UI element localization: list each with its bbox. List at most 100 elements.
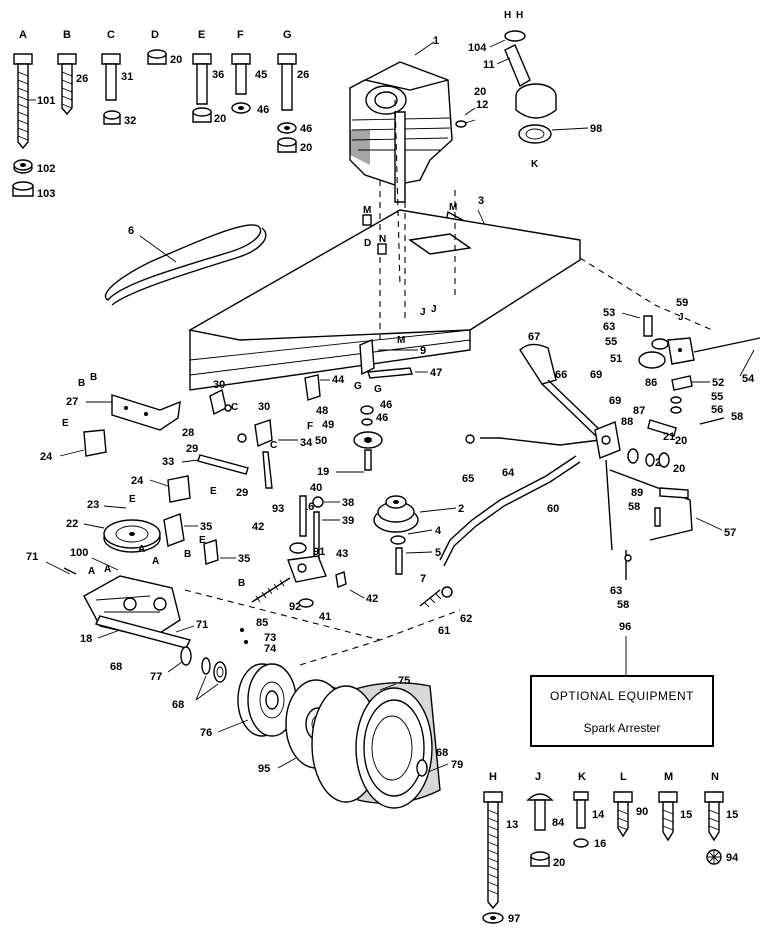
optional-equipment-leader: 96 [619, 621, 631, 675]
drive-belt: 6 [104, 224, 267, 306]
part-label: 77 [150, 671, 162, 683]
part-label: 47 [430, 367, 442, 379]
hardware-A-bolt: A 101 102 103 [12, 29, 55, 200]
part-label: 62 [460, 613, 472, 625]
part-label: 20 [553, 857, 565, 869]
hardware-letter: A [19, 29, 27, 41]
hardware-letter: G [283, 29, 292, 41]
part-label: 63 [610, 585, 622, 597]
part-label: 26 [297, 69, 309, 81]
part-label: 68 [172, 699, 184, 711]
part-label: 46 [376, 412, 388, 424]
hardware-N-screw: N 15 94 [704, 771, 739, 865]
part-label: 69 [590, 369, 602, 381]
hardware-M-screw: M 15 [658, 771, 692, 842]
frame-chassis: M D N M M J J [184, 99, 713, 666]
part-label: 63 [603, 321, 615, 333]
hardware-letter: K [578, 771, 586, 783]
part-label: 26 [76, 73, 88, 85]
hardware-B-bolt: B 26 [57, 29, 88, 116]
hardware-letter: M [664, 771, 673, 783]
linkage-center: 9 47 44 G G 48 F 49 50 46 46 19 [304, 338, 442, 478]
part-label: 23 [87, 499, 99, 511]
exhaust-assembly: H H 104 11 98 K [468, 10, 602, 170]
part-label: 88 [621, 416, 633, 428]
part-label: 16 [594, 838, 606, 850]
part-label: 55 [711, 391, 723, 403]
hardware-letter: H [516, 10, 523, 21]
hardware-letter: G [374, 384, 382, 395]
part-label: 60 [547, 503, 559, 515]
part-label: 92 [289, 601, 301, 613]
hardware-L-screw: L 90 [613, 771, 648, 838]
part-label: 36 [212, 69, 224, 81]
hardware-letter: C [231, 402, 238, 413]
part-label: 53 [603, 307, 615, 319]
hardware-D-nut: D 20 [147, 29, 182, 66]
hardware-letter: A [152, 556, 159, 567]
hardware-J-carriage-bolt: J 84 20 [526, 771, 565, 869]
part-label: 65 [462, 473, 474, 485]
part-label: 29 [186, 443, 198, 455]
part-label: 43 [336, 548, 348, 560]
part-label: 56 [711, 404, 723, 416]
part-label: 71 [196, 619, 208, 631]
part-label: 79 [451, 759, 463, 771]
part-label: 58 [617, 599, 629, 611]
part-label: 73 [264, 632, 276, 644]
optional-equipment-title: OPTIONAL EQUIPMENT [550, 689, 694, 703]
part-label: 18 [80, 633, 92, 645]
part-label: 66 [555, 369, 567, 381]
hardware-letter: A [104, 564, 111, 575]
hardware-letter: E [199, 535, 206, 546]
part-label: 68 [110, 661, 122, 673]
part-label: 44 [332, 374, 345, 386]
hardware-letter: F [307, 421, 313, 432]
part-label: 55 [605, 336, 617, 348]
part-label: 75 [398, 675, 410, 687]
part-label: 58 [628, 501, 640, 513]
part-label: 30 [213, 379, 225, 391]
part-label: 57 [724, 527, 736, 539]
part-label: 40 [310, 482, 322, 494]
part-label: 28 [182, 427, 194, 439]
hardware-H-bolt: H 13 97 [482, 771, 520, 925]
hardware-letter: J [678, 312, 684, 323]
part-label: 7 [420, 573, 426, 585]
part-label: 46 [300, 123, 312, 135]
part-label: 71 [26, 551, 38, 563]
transaxle: 23 22 E 35 E B 35 B 100 71 A A A A 18 71 [26, 494, 277, 711]
part-label: 94 [726, 852, 739, 864]
idler-bracket: 93 16 40 38 39 42 91 92 85 41 43 42 [251, 482, 378, 629]
part-label: 49 [322, 419, 334, 431]
hardware-letter: M [363, 205, 371, 216]
part-label: 19 [317, 466, 329, 478]
callout-number: 96 [619, 621, 631, 633]
part-label: 20 [214, 113, 226, 125]
part-label: 21 [663, 431, 675, 443]
part-label: 103 [37, 188, 55, 200]
part-label: 35 [238, 553, 250, 565]
part-label: 46 [380, 399, 392, 411]
part-label: 104 [468, 42, 487, 54]
part-label: 42 [366, 593, 378, 605]
hardware-letter: M [397, 335, 405, 346]
part-label: 52 [712, 377, 724, 389]
hardware-letter: C [270, 440, 277, 451]
hardware-E-bolt: E 36 20 [192, 29, 226, 125]
part-label: 11 [483, 59, 495, 71]
part-label: 87 [633, 405, 645, 417]
part-label: 13 [506, 819, 518, 831]
part-label: 9 [420, 345, 426, 357]
part-label: 101 [37, 95, 55, 107]
part-label: 93 [272, 503, 284, 515]
part-label: 48 [316, 405, 328, 417]
part-label: 67 [528, 331, 540, 343]
part-label: 100 [70, 547, 88, 559]
hardware-row-bottom: H 13 97 J 84 20 K 14 16 L [482, 771, 739, 925]
part-label: 24 [40, 451, 53, 463]
part-label: 41 [319, 611, 331, 623]
part-label: 29 [236, 487, 248, 499]
part-label: 5 [435, 547, 441, 559]
part-label: 6 [128, 225, 134, 237]
